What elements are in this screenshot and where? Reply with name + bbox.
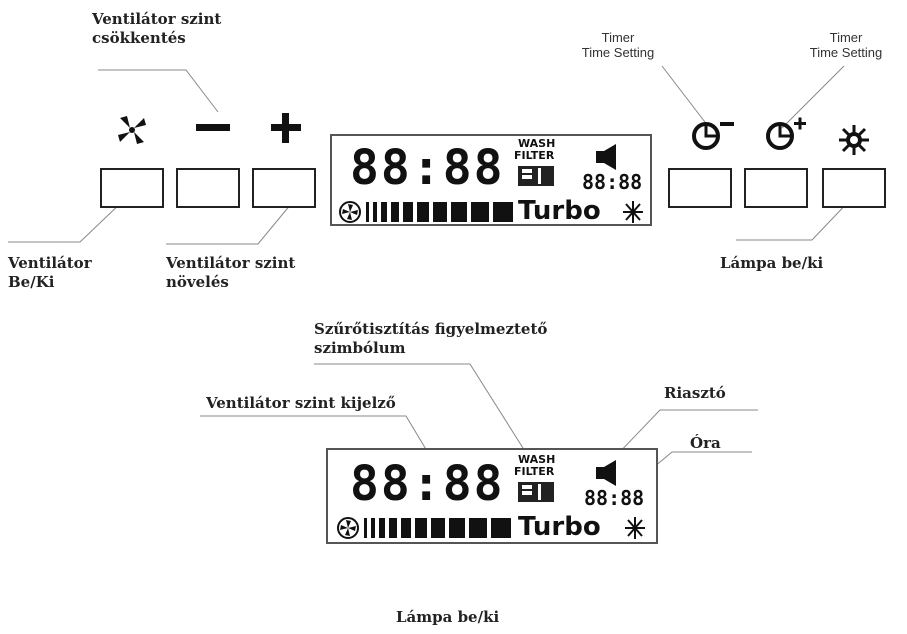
lcd-wash-bottom: WASH <box>518 453 556 466</box>
label-filter-symbol: Szűrőtisztítás figyelmeztető szimbólum <box>314 320 548 357</box>
label-timer-minus: Timer Time Setting <box>581 30 655 60</box>
label-lamp-top: Lámpa be/ki <box>720 254 824 272</box>
alarm-icon-bottom <box>596 460 616 486</box>
fan-level-icon <box>339 201 361 223</box>
fan-level-bars <box>366 202 513 222</box>
leader-timer-plus <box>781 65 845 129</box>
lcd-time-bottom: 88:88 <box>350 456 505 512</box>
lcd-turbo-bottom: Turbo <box>518 512 601 542</box>
fan-level-bars-bottom <box>364 518 511 538</box>
label-timer-plus: Timer Time Setting <box>809 30 883 60</box>
leader-lamp-top <box>736 197 853 241</box>
label-fan-level-display: Ventilátor szint kijelző <box>206 394 396 412</box>
lcd-filter: FILTER <box>514 149 555 162</box>
leader-alarm <box>613 409 758 459</box>
leader-fan-onoff <box>8 199 125 243</box>
timer-plus-button[interactable] <box>744 168 808 208</box>
alarm-icon <box>596 144 616 170</box>
leader-filter <box>314 363 529 457</box>
fan-icon <box>118 116 146 144</box>
leader-timer-minus <box>661 65 709 127</box>
lcd-clock-bottom: 88:88 <box>584 486 645 510</box>
lamp-button[interactable] <box>822 168 886 208</box>
lcd-time: 88:88 <box>350 140 505 196</box>
leader-fan-down <box>98 69 219 113</box>
plus-icon <box>271 113 301 143</box>
lcd-clock: 88:88 <box>582 170 643 194</box>
leader-fan-up <box>166 197 297 245</box>
lcd-lamp-icon <box>623 201 643 223</box>
label-lamp-bottom: Lámpa be/ki <box>396 608 500 626</box>
label-alarm: Riasztó <box>664 384 726 402</box>
fan-down-button[interactable] <box>176 168 240 208</box>
lcd-wash: WASH <box>518 137 556 150</box>
timer-plus-icon <box>766 117 806 150</box>
lcd-display-top: 88:88 WASH FILTER 88:88 Turbo <box>330 134 652 226</box>
lcd-lamp-icon-bottom <box>625 517 645 539</box>
filter-icon-bottom <box>518 482 554 502</box>
lcd-turbo: Turbo <box>518 196 601 226</box>
timer-minus-button[interactable] <box>668 168 732 208</box>
leader-fan-level <box>200 415 431 457</box>
label-fan-down: Ventilátor szint csökkentés <box>92 10 222 47</box>
label-fan-up: Ventilátor szint növelés <box>166 254 296 291</box>
fan-onoff-button[interactable] <box>100 168 164 208</box>
timer-minus-icon <box>692 122 734 150</box>
fan-up-button[interactable] <box>252 168 316 208</box>
light-icon <box>839 125 869 155</box>
fan-level-icon-bottom <box>337 517 359 539</box>
label-fan-onoff: Ventilátor Be/Ki <box>8 254 92 291</box>
lcd-filter-bottom: FILTER <box>514 465 555 478</box>
filter-icon <box>518 166 554 186</box>
minus-icon <box>196 124 230 131</box>
lcd-display-bottom: 88:88 WASH FILTER 88:88 Turbo <box>326 448 658 544</box>
label-clock: Óra <box>690 434 721 452</box>
